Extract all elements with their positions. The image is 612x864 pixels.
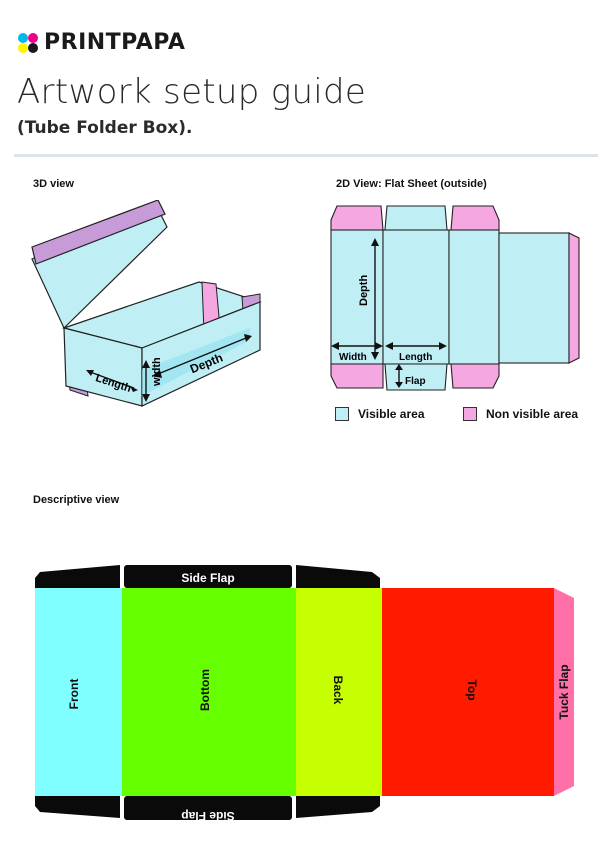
side-flap-top-label: Side Flap xyxy=(181,571,234,585)
legend-nonvisible-label: Non visible area xyxy=(486,407,579,421)
top-left-flap xyxy=(35,565,120,588)
flat-width-label: Width xyxy=(339,352,367,363)
view2d-label: 2D View: Flat Sheet (outside) xyxy=(336,178,487,190)
legend-visible-label: Visible area xyxy=(358,407,425,421)
flat-sheet-diagram: Depth Width Length Flap xyxy=(330,205,580,391)
dim-width-label: width xyxy=(151,357,163,387)
flat-flap-label: Flap xyxy=(405,376,426,387)
page-title: Artwork setup guide xyxy=(17,72,367,112)
back-label: Back xyxy=(331,676,345,705)
side-flap-top xyxy=(124,565,292,588)
top-label: Top xyxy=(465,679,479,700)
panel-front xyxy=(35,588,122,796)
side-flap-bottom xyxy=(124,796,292,820)
front-label: Front xyxy=(67,679,81,710)
visible-swatch xyxy=(335,407,349,421)
panel-tuck-flap xyxy=(554,588,574,796)
panel-bottom xyxy=(122,588,296,796)
panel-back xyxy=(296,588,382,796)
header-divider xyxy=(14,154,598,157)
tuck-flap-label: Tuck Flap xyxy=(557,664,571,719)
bottom-right-flap xyxy=(296,796,380,818)
bottom-label: Bottom xyxy=(198,669,212,711)
view3d-label: 3D view xyxy=(33,178,74,190)
brand-name: PRINTPAPA xyxy=(44,30,186,55)
bottom-left-flap xyxy=(35,796,120,818)
page-subtitle: (Tube Folder Box). xyxy=(17,118,193,138)
printpapa-logo-icon xyxy=(18,32,38,53)
brand: PRINTPAPA xyxy=(16,30,185,55)
descriptive-diagram: Side Flap Side Flap Front Bottom Back To… xyxy=(35,565,574,823)
descriptive-label: Descriptive view xyxy=(33,494,120,506)
flat-length-label: Length xyxy=(399,352,432,363)
nonvisible-swatch xyxy=(463,407,477,421)
side-flap-bottom-label: Side Flap xyxy=(181,809,234,823)
box-3d-illustration: Length width Depth xyxy=(31,200,262,407)
flat-depth-label: Depth xyxy=(358,275,370,306)
legend-visible: Visible area xyxy=(335,407,425,421)
top-right-flap xyxy=(296,565,380,588)
legend-nonvisible: Non visible area xyxy=(463,407,578,421)
panel-top xyxy=(382,588,554,796)
